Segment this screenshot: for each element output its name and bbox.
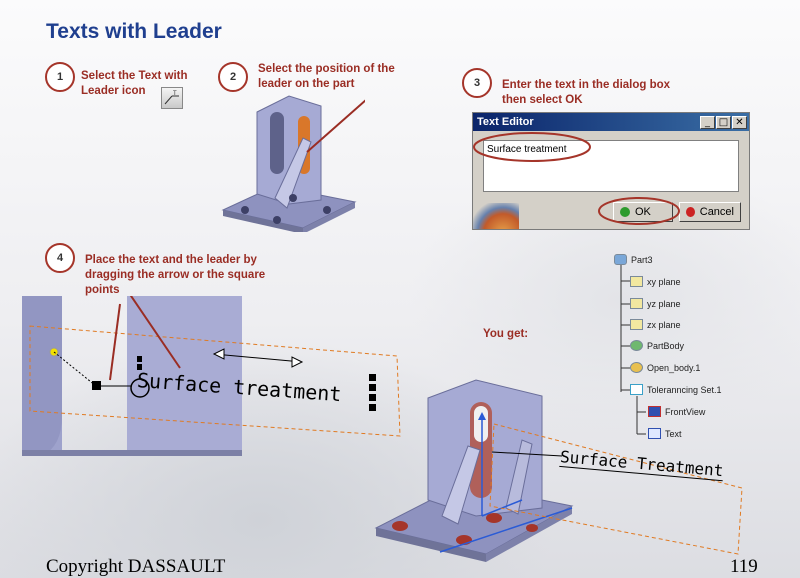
view-icon: [648, 406, 661, 417]
tree-item-partbody-label: PartBody: [647, 340, 685, 351]
text-icon: [648, 428, 661, 439]
step-3-text: Enter the text in the dialog box then se…: [502, 78, 670, 108]
specification-tree: Part3 xy plane yz plane zx plane PartBod…: [612, 250, 742, 450]
step-2-line2: leader on the part: [258, 78, 355, 90]
svg-text:T: T: [173, 91, 177, 97]
planet-decoration: [473, 203, 519, 229]
maximize-button[interactable]: □: [716, 115, 731, 129]
text-editor-dialog: Text Editor _ □ ✕ Surface treatment OK C…: [472, 112, 750, 230]
cancel-icon: [686, 207, 695, 217]
step-1-line2: Leader icon: [81, 85, 146, 97]
tree-item-frontview[interactable]: FrontView: [648, 406, 705, 417]
part-icon: [614, 254, 627, 265]
dialog-title: Text Editor: [477, 116, 534, 128]
tree-item-open-body[interactable]: Open_body.1: [630, 362, 700, 373]
step-1-badge: 1: [45, 62, 75, 92]
you-get-label: You get:: [483, 328, 529, 340]
tree-item-part3-label: Part3: [631, 254, 653, 265]
step-1-number: 1: [56, 71, 64, 83]
tree-item-open-body-label: Open_body.1: [647, 362, 701, 373]
step-4-line2: dragging the arrow or the square: [85, 269, 266, 281]
step-4-text: Place the text and the leader by draggin…: [85, 253, 265, 298]
gear-icon: [630, 340, 643, 351]
part-bracket-step2: [221, 95, 365, 232]
step-1-line1: Select the Text with: [81, 70, 188, 82]
text-with-leader-icon[interactable]: T: [161, 87, 183, 109]
part-bracket-result: [374, 379, 743, 562]
tree-item-frontview-label: FrontView: [665, 406, 706, 417]
step-4-number: 4: [56, 252, 64, 264]
tree-item-yz-plane[interactable]: yz plane: [630, 298, 681, 309]
plane-icon: [630, 298, 643, 309]
step-2-text: Select the position of the leader on the…: [258, 62, 395, 92]
text-input-area[interactable]: Surface treatment: [483, 140, 739, 192]
page-title: Texts with Leader: [46, 20, 222, 43]
page-number: 119: [730, 556, 758, 577]
ok-icon: [620, 207, 630, 217]
step-3-line1: Enter the text in the dialog box: [502, 79, 671, 91]
step-4-badge: 4: [45, 243, 75, 273]
close-button[interactable]: ✕: [732, 115, 747, 129]
footer-copyright: Copyright DASSAULT: [46, 556, 226, 577]
tree-item-partbody[interactable]: PartBody: [630, 340, 684, 351]
step-4-line1: Place the text and the leader by: [85, 254, 257, 266]
tree-item-part3[interactable]: Part3: [614, 254, 653, 265]
tree-item-tolerancing-set[interactable]: Toleranncing Set.1: [630, 384, 722, 395]
tree-item-xy-plane-label: xy plane: [647, 276, 681, 287]
dialog-highlight-overlay: [473, 132, 680, 225]
step-2-line1: Select the position of the: [258, 63, 395, 75]
tree-item-text-label: Text: [665, 428, 682, 439]
plane-icon: [630, 276, 643, 287]
step4-part-view: [22, 296, 401, 456]
ok-button[interactable]: OK: [613, 202, 673, 222]
tree-item-zx-plane[interactable]: zx plane: [630, 319, 681, 330]
text-input-value: Surface treatment: [487, 144, 567, 155]
tree-item-zx-plane-label: zx plane: [647, 319, 681, 330]
plane-icon: [630, 319, 643, 330]
step-2-badge: 2: [218, 62, 248, 92]
step-2-number: 2: [229, 71, 237, 83]
dialog-titlebar[interactable]: Text Editor _ □ ✕: [473, 113, 749, 131]
tree-item-text[interactable]: Text: [648, 428, 682, 439]
tolerancing-set-icon: [630, 384, 643, 395]
ok-label: OK: [635, 206, 651, 218]
tree-item-tolerancing-set-label: Toleranncing Set.1: [647, 384, 722, 395]
step-3-line2: then select OK: [502, 94, 583, 106]
cancel-label: Cancel: [699, 206, 734, 218]
open-body-icon: [630, 362, 643, 373]
step-1-text: Select the Text with Leader icon: [81, 69, 188, 99]
tree-item-xy-plane[interactable]: xy plane: [630, 276, 681, 287]
minimize-button[interactable]: _: [700, 115, 715, 129]
step-3-number: 3: [473, 77, 481, 89]
step-4-line3: points: [85, 284, 120, 296]
tree-item-yz-plane-label: yz plane: [647, 298, 681, 309]
step-3-badge: 3: [462, 68, 492, 98]
